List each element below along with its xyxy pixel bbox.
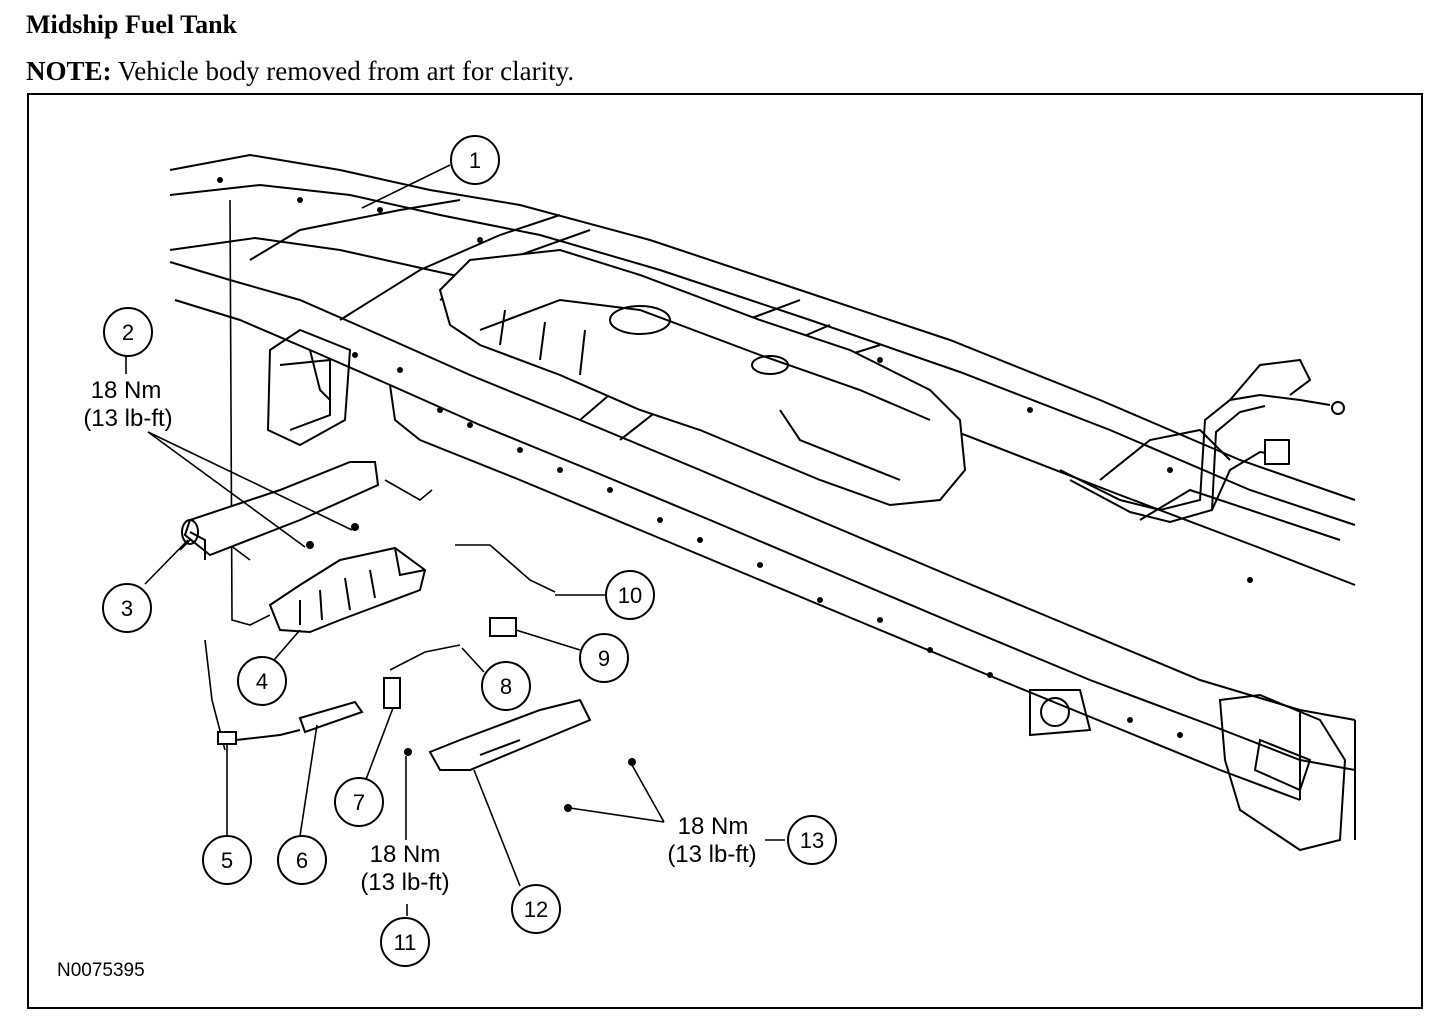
svg-text:18 Nm: 18 Nm: [678, 813, 749, 840]
callout-7: 7: [334, 777, 384, 827]
svg-text:4: 4: [256, 669, 268, 694]
svg-text:18 Nm: 18 Nm: [370, 841, 441, 868]
callout-2: 2: [103, 307, 153, 357]
part-4-shield: [268, 546, 427, 634]
leader-lines: [125, 164, 785, 916]
svg-text:2: 2: [122, 320, 134, 345]
vehicle-frame: [169, 153, 1356, 852]
svg-text:13: 13: [800, 828, 824, 853]
callout-9: 9: [579, 633, 629, 683]
wiring-harness: [1059, 358, 1345, 524]
part-9-connector: [489, 617, 517, 637]
torque-label-2: 18 Nm (13 lb-ft): [83, 377, 172, 432]
svg-text:(13 lb-ft): (13 lb-ft): [667, 841, 756, 868]
svg-text:1: 1: [469, 148, 481, 173]
callout-5: 5: [202, 835, 252, 885]
svg-text:12: 12: [524, 897, 548, 922]
part-8-line: [389, 644, 461, 671]
svg-text:(13 lb-ft): (13 lb-ft): [83, 405, 172, 432]
part-5-clip: [217, 731, 237, 745]
part-12-bracket: [428, 698, 592, 771]
diagram-frame: [27, 93, 1423, 1009]
svg-text:3: 3: [121, 596, 133, 621]
callout-13: 13: [787, 815, 837, 865]
callout-3: 3: [102, 583, 152, 633]
svg-text:11: 11: [394, 930, 417, 955]
torque-label-11: 18 Nm (13 lb-ft): [360, 841, 449, 896]
callout-12: 12: [511, 884, 561, 934]
page-title: Midship Fuel Tank: [26, 10, 237, 39]
callout-6: 6: [277, 835, 327, 885]
bolts: [306, 523, 636, 812]
note-text: Vehicle body removed from art for clarit…: [111, 56, 575, 86]
svg-text:9: 9: [598, 646, 610, 671]
svg-text:10: 10: [618, 583, 642, 608]
figure-code: N0075395: [57, 960, 145, 981]
note-label: NOTE:: [26, 56, 112, 86]
svg-text:7: 7: [353, 790, 365, 815]
part-3-canister: [181, 461, 380, 560]
part-6-fuel-filter: [235, 700, 364, 741]
svg-text:18 Nm: 18 Nm: [91, 377, 162, 404]
midship-fuel-tank: [438, 248, 967, 507]
callout-4: 4: [237, 656, 287, 706]
svg-text:8: 8: [500, 674, 512, 699]
callout-11: 11: [380, 917, 430, 967]
callout-10: 10: [605, 570, 655, 620]
note-line: NOTE: Vehicle body removed from art for …: [26, 56, 574, 87]
callout-1: 1: [450, 135, 500, 185]
callout-8: 8: [481, 661, 531, 711]
part-7-fitting: [383, 677, 401, 709]
torque-label-13: 18 Nm (13 lb-ft): [667, 813, 756, 868]
svg-text:5: 5: [221, 848, 233, 873]
svg-text:6: 6: [296, 848, 308, 873]
svg-text:(13 lb-ft): (13 lb-ft): [360, 869, 449, 896]
